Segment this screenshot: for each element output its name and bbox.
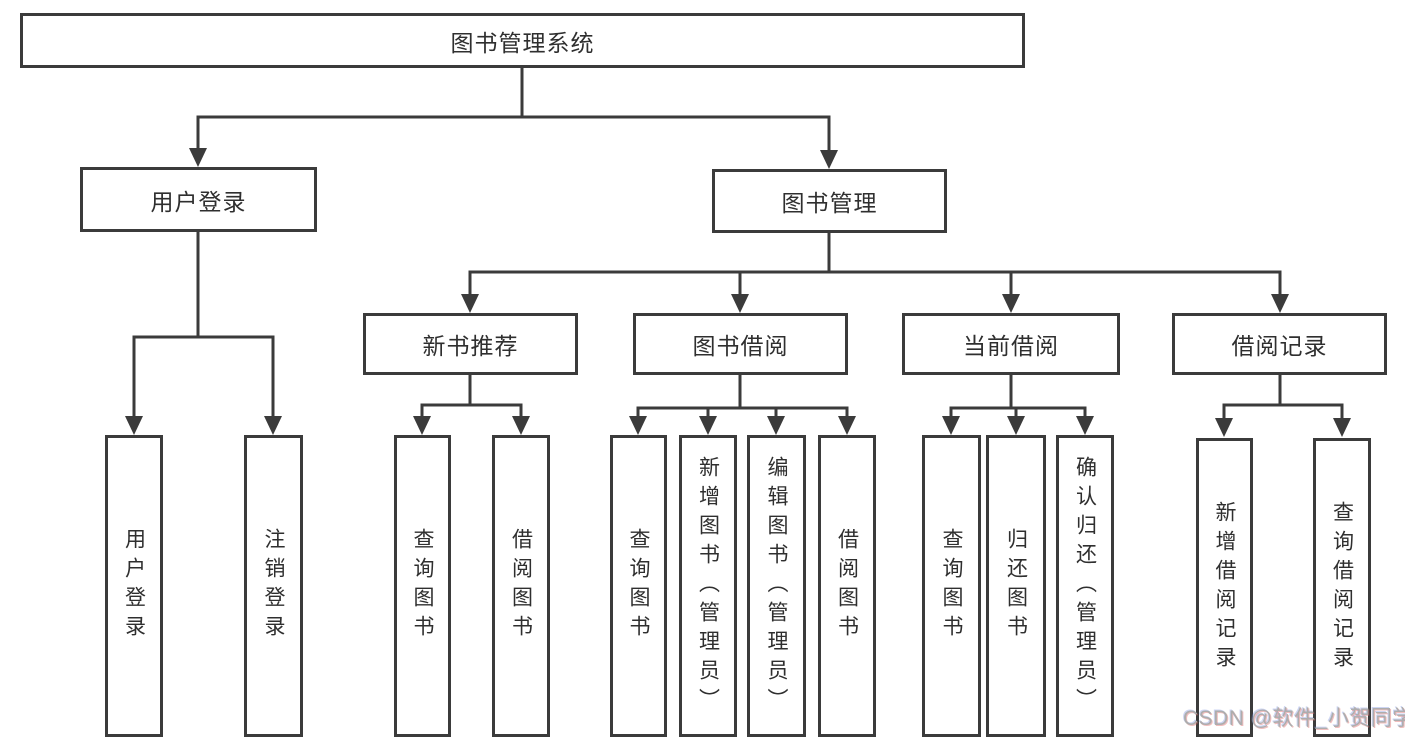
leaf-query-borrow-record: 查询借阅记录 [1313, 438, 1371, 737]
leaf-add-book-admin-label: 新增图书（管理员） [696, 455, 720, 717]
leaf-query-books-recommend: 查询图书 [394, 435, 451, 737]
leaf-query-books-current: 查询图书 [922, 435, 981, 737]
leaf-query-books-borrowing-label: 查询图书 [627, 528, 650, 644]
leaf-borrow-books-recommend: 借阅图书 [492, 435, 550, 737]
leaf-return-book: 归还图书 [986, 435, 1046, 737]
node-new-book-recommendation: 新书推荐 [363, 313, 578, 375]
node-user-login: 用户登录 [80, 167, 317, 232]
leaf-confirm-return-admin-label: 确认归还（管理员） [1073, 455, 1097, 717]
leaf-add-borrow-record-label: 新增借阅记录 [1213, 500, 1236, 675]
node-current-borrowing: 当前借阅 [902, 313, 1120, 375]
leaf-return-book-label: 归还图书 [1004, 528, 1028, 644]
node-borrowing-records: 借阅记录 [1172, 313, 1387, 375]
leaf-borrow-books: 借阅图书 [818, 435, 876, 737]
node-user-login-label: 用户登录 [150, 188, 247, 215]
leaf-user-login: 用户登录 [105, 435, 163, 737]
leaf-edit-book-admin-label: 编辑图书（管理员） [765, 455, 788, 717]
leaf-user-login-label: 用户登录 [122, 528, 146, 644]
node-new-book-recommendation-label: 新书推荐 [422, 333, 519, 359]
leaf-borrow-books-recommend-label: 借阅图书 [509, 528, 533, 644]
leaf-edit-book-admin: 编辑图书（管理员） [747, 435, 806, 737]
node-book-management: 图书管理 [712, 169, 947, 233]
leaf-logout: 注销登录 [244, 435, 303, 737]
node-current-borrowing-label: 当前借阅 [963, 333, 1059, 359]
leaf-query-books-recommend-label: 查询图书 [411, 528, 434, 644]
node-book-management-label: 图书管理 [781, 190, 878, 216]
node-book-borrowing: 图书借阅 [633, 313, 848, 375]
leaf-add-book-admin: 新增图书（管理员） [679, 435, 737, 737]
node-library-system-label: 图书管理系统 [450, 29, 595, 56]
leaf-query-books-borrowing: 查询图书 [610, 435, 667, 737]
node-library-system: 图书管理系统 [20, 13, 1025, 68]
leaf-borrow-books-label: 借阅图书 [835, 528, 859, 644]
node-book-borrowing-label: 图书借阅 [692, 333, 789, 359]
node-borrowing-records-label: 借阅记录 [1231, 333, 1328, 359]
leaf-add-borrow-record: 新增借阅记录 [1196, 438, 1253, 737]
leaf-query-borrow-record-label: 查询借阅记录 [1330, 500, 1354, 675]
leaf-query-books-current-label: 查询图书 [940, 528, 963, 644]
csdn-watermark: CSDN @软件_小贺同学 [1183, 707, 1405, 730]
leaf-logout-label: 注销登录 [262, 528, 285, 644]
arrowhead-icons [125, 148, 1351, 437]
leaf-confirm-return-admin: 确认归还（管理员） [1056, 435, 1114, 737]
